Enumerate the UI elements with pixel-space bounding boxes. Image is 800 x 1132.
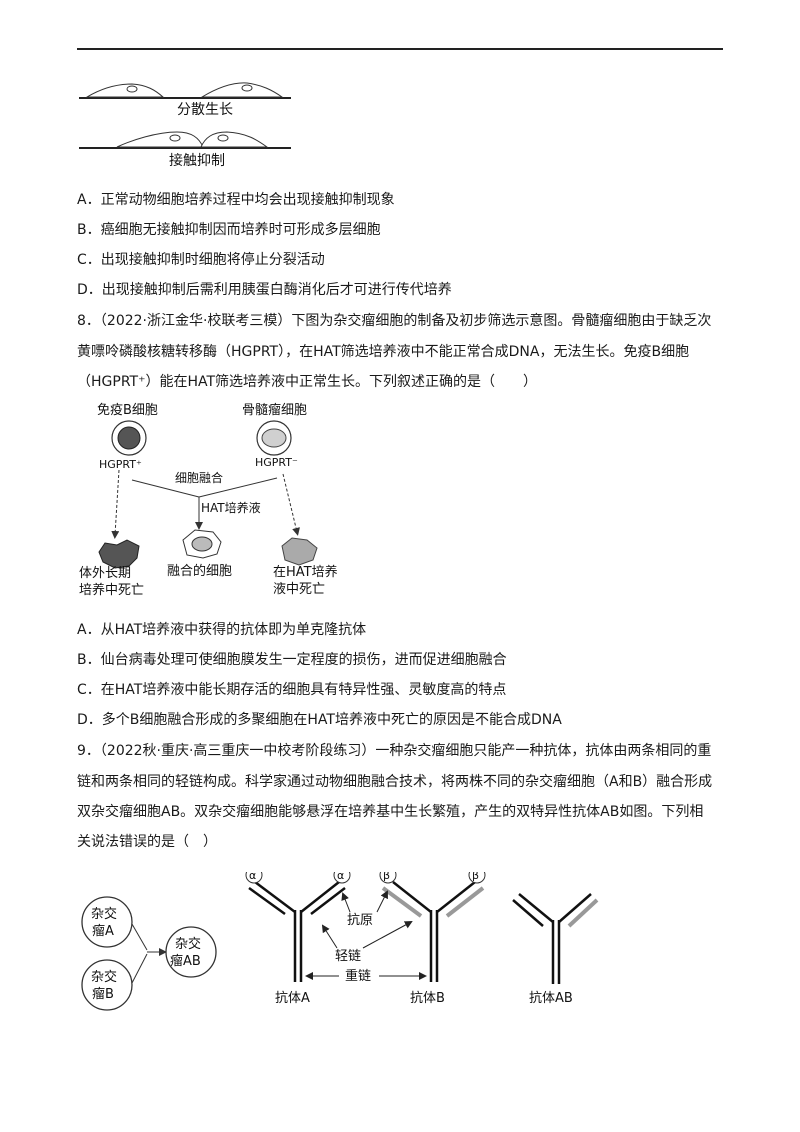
cell-a-line-2: 瘤A: [92, 923, 114, 939]
hgprt-plus-label: HGPRT⁺: [99, 458, 142, 471]
q9-stem-line-4: 关说法错误的是（ ）: [77, 834, 217, 850]
q8-option-d: D．多个B细胞融合形成的多聚细胞在HAT培养液中死亡的原因是不能合成DNA: [77, 712, 562, 728]
q7-option-c: C．出现接触抑制时细胞将停止分裂活动: [77, 252, 325, 268]
cell-b-line-2: 瘤B: [92, 986, 114, 1002]
q8-option-a: A．从HAT培养液中获得的抗体即为单克隆抗体: [77, 622, 367, 638]
b-cell-label: 免疫B细胞: [97, 402, 158, 418]
growth-figure: 分散生长 接触抑制: [79, 82, 291, 169]
cell-ab-line-1: 杂交: [175, 936, 201, 952]
q8-option-b: B．仙台病毒处理可使细胞膜发生一定程度的损伤，进而促进细胞融合: [77, 652, 507, 668]
heavy-chain-label: 重链: [345, 968, 371, 984]
header-rule: [77, 48, 723, 50]
light-chain-label: 轻链: [335, 949, 361, 964]
q8-option-c: C．在HAT培养液中能长期存活的细胞具有特异性强、灵敏度高的特点: [77, 682, 507, 698]
q8-stem-line-3: （HGPRT⁺）能在HAT筛选培养液中正常生长。下列叙述正确的是（ ）: [77, 374, 538, 390]
q7-option-b: B．癌细胞无接触抑制因而培养时可形成多层细胞: [77, 222, 381, 238]
alpha-left-label: α: [249, 872, 256, 882]
q9-stem-line-2: 链和两条相同的轻链构成。科学家通过动物细胞融合技术，将两株不同的杂交瘤细胞（A和…: [77, 774, 713, 790]
antigen-label: 抗原: [347, 913, 373, 928]
cell-b-line-1: 杂交: [91, 969, 117, 985]
antibody-b-label: 抗体B: [410, 991, 445, 1006]
hat-label: HAT培养液: [201, 500, 261, 515]
hybridoma-ab-figure: 杂交 瘤A 杂交 瘤B 杂交 瘤AB: [81, 896, 217, 1011]
q7-option-d: D．出现接触抑制后需利用胰蛋白酶消化后才可进行传代培养: [77, 282, 452, 298]
alpha-right-label: α: [337, 872, 344, 882]
hgprt-minus-label: HGPRT⁻: [255, 456, 298, 469]
q9-stem-line-1: 9．（2022秋·重庆·高三重庆一中校考阶段练习）一种杂交瘤细胞只能产一种抗体，…: [77, 743, 712, 759]
antibody-a: α α 抗体A: [245, 872, 351, 1006]
right-outcome-line-2: 液中死亡: [273, 582, 325, 597]
growth-label-top: 分散生长: [177, 102, 233, 118]
left-outcome-line-2: 培养中死亡: [79, 582, 144, 598]
growth-label-bottom: 接触抑制: [169, 152, 225, 169]
cell-a-line-1: 杂交: [91, 906, 117, 922]
q8-stem-line-2: 黄嘌呤磷酸核糖转移酶（HGPRT），在HAT筛选培养液中不能正常合成DNA，无法…: [77, 344, 690, 360]
fusion-label: 细胞融合: [175, 470, 223, 485]
q8-stem-line-1: 8．（2022·浙江金华·校联考三模）下图为杂交瘤细胞的制备及初步筛选示意图。骨…: [77, 313, 712, 329]
antibody-ab: 抗体AB: [512, 893, 599, 1006]
myeloma-label: 骨髓瘤细胞: [242, 402, 307, 418]
left-outcome-line-1: 体外长期: [79, 566, 131, 581]
cell-ab-line-2: 瘤AB: [170, 953, 201, 969]
q7-option-a: A．正常动物细胞培养过程中均会出现接触抑制现象: [77, 192, 395, 208]
hybridoma-figure: 免疫B细胞 骨髓瘤细胞 HGPRT⁺ HGPRT⁻ 细胞融合 HAT培养液 体外…: [79, 402, 338, 598]
middle-outcome-label: 融合的细胞: [167, 563, 232, 579]
beta-right-label: β: [472, 872, 479, 882]
antibody-a-label: 抗体A: [275, 991, 310, 1006]
antibody-b: β β 抗体B: [379, 872, 486, 1006]
antibody-figure: α α 抗体A β β 抗体B 抗体AB 抗原 轻链 重链: [245, 872, 599, 1006]
antibody-ab-label: 抗体AB: [529, 991, 573, 1006]
beta-left-label: β: [383, 872, 390, 882]
right-outcome-line-1: 在HAT培养: [273, 564, 338, 580]
q9-stem-line-3: 双杂交瘤细胞AB。双杂交瘤细胞能够悬浮在培养基中生长繁殖，产生的双特异性抗体AB…: [77, 804, 704, 820]
